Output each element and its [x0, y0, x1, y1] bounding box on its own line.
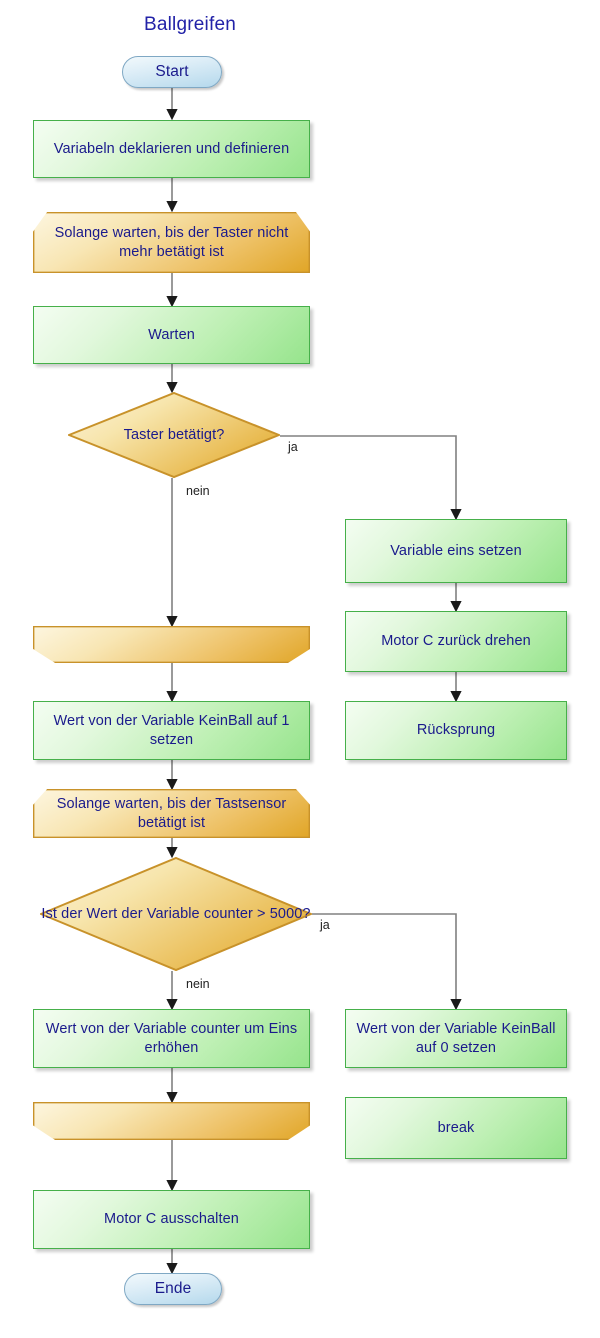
diagram-title: Ballgreifen — [144, 14, 236, 35]
node-break-label: break — [437, 1119, 475, 1136]
node-warten[interactable]: Warten — [33, 306, 310, 364]
node-wait-touch-pressed[interactable]: Solange warten, bis der Tastsensor betät… — [33, 789, 310, 838]
node-decision-counter[interactable]: Ist der Wert der Variable counter > 5000… — [40, 857, 312, 971]
node-declare-vars-label: Variabeln deklarieren und definieren — [53, 140, 290, 157]
node-loop-end-2[interactable] — [33, 1102, 310, 1140]
node-set-keinball-1-label: Wert von der Variable KeinBall auf 1 set… — [53, 712, 290, 748]
edge-label-button-no: nein — [186, 484, 210, 498]
node-motor-back-label: Motor C zurück drehen — [381, 633, 531, 650]
node-loop-end-1[interactable] — [33, 626, 310, 663]
edge-label-button-yes: ja — [288, 440, 298, 454]
decision-counter-outline — [40, 857, 312, 971]
node-wait-touch-pressed-label: Solange warten, bis der Tastsensor betät… — [56, 795, 287, 831]
node-set-var-one-label: Variable eins setzen — [390, 542, 522, 559]
edge-decisioncounter-yes — [312, 913, 462, 1011]
node-increment-counter[interactable]: Wert von der Variable counter um Eins er… — [33, 1009, 310, 1068]
node-decision-button-label: Taster betätigt? — [123, 426, 225, 443]
node-ende-label: Ende — [154, 1280, 192, 1298]
node-break[interactable]: break — [345, 1097, 567, 1159]
node-ende[interactable]: Ende — [124, 1273, 222, 1305]
node-wait-button-released-label: Solange warten, bis der Taster nicht meh… — [54, 224, 289, 260]
node-motor-off-label: Motor C ausschalten — [104, 1211, 239, 1228]
node-set-keinball-1[interactable]: Wert von der Variable KeinBall auf 1 set… — [33, 701, 310, 760]
edge-decisionbutton-yes — [280, 435, 462, 521]
node-set-keinball-0-label: Wert von der Variable KeinBall auf 0 set… — [356, 1020, 556, 1056]
node-start[interactable]: Start — [122, 56, 222, 88]
node-motor-off[interactable]: Motor C ausschalten — [33, 1190, 310, 1249]
node-increment-counter-label: Wert von der Variable counter um Eins er… — [45, 1020, 298, 1056]
node-wait-button-released[interactable]: Solange warten, bis der Taster nicht meh… — [33, 212, 310, 273]
node-ruecksprung-label: Rücksprung — [416, 722, 496, 739]
edge-label-counter-no: nein — [186, 977, 210, 991]
node-ruecksprung[interactable]: Rücksprung — [345, 701, 567, 760]
node-start-label: Start — [155, 63, 189, 81]
node-motor-back[interactable]: Motor C zurück drehen — [345, 611, 567, 672]
decision-button-outline — [68, 392, 280, 478]
node-decision-button[interactable]: Taster betätigt? — [68, 392, 280, 478]
node-set-keinball-0[interactable]: Wert von der Variable KeinBall auf 0 set… — [345, 1009, 567, 1068]
node-decision-counter-label: Ist der Wert der Variable counter > 5000… — [41, 905, 311, 922]
edge-label-counter-yes: ja — [320, 918, 330, 932]
node-warten-label: Warten — [148, 326, 195, 343]
node-set-var-one[interactable]: Variable eins setzen — [345, 519, 567, 583]
node-declare-vars[interactable]: Variabeln deklarieren und definieren — [33, 120, 310, 178]
